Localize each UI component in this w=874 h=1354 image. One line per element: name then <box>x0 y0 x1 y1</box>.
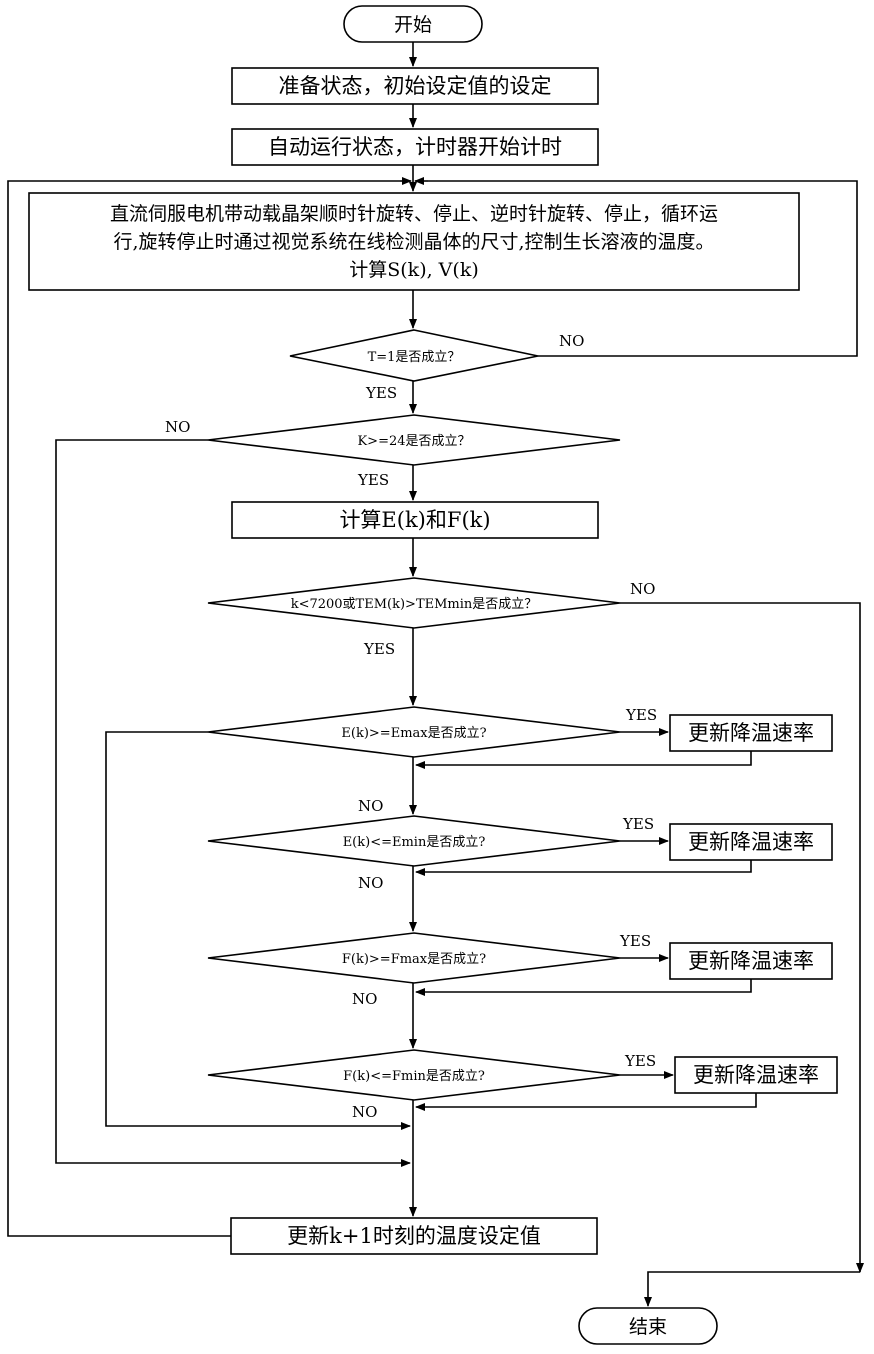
end-terminal: 结束 <box>579 1308 717 1344</box>
decision-emax-label: E(k)>=Emax是否成立? <box>341 726 486 741</box>
return-fmax <box>416 979 751 992</box>
process-line-1: 直流伺服电机带动载晶架顺时针旋转、停止、逆时针旋转、停止，循环运 <box>110 203 718 225</box>
process-step: 直流伺服电机带动载晶架顺时针旋转、停止、逆时针旋转、停止，循环运 行,旋转停止时… <box>29 193 799 290</box>
label-no-k: NO <box>165 418 190 436</box>
update-rate-box-2: 更新降温速率 <box>670 824 832 860</box>
return-emax <box>416 751 751 765</box>
update-setpoint-label: 更新k+1时刻的温度设定值 <box>287 1224 541 1248</box>
start-label: 开始 <box>394 14 432 36</box>
label-no-emin: NO <box>358 874 383 892</box>
decision-t: T=1是否成立？ <box>290 330 538 381</box>
start-terminal: 开始 <box>344 6 482 42</box>
auto-run-label: 自动运行状态，计时器开始计时 <box>268 135 562 159</box>
loop-k-no <box>56 440 410 1163</box>
label-yes-emin: YES <box>622 815 654 833</box>
decision-fmax-label: F(k)>=Fmax是否成立? <box>342 952 486 967</box>
calc-ef-label: 计算E(k)和F(k) <box>339 508 490 532</box>
decision-tem-label: k<7200或TEM(k)>TEMmin是否成立？ <box>291 597 538 612</box>
update-rate-label-3: 更新降温速率 <box>688 949 814 973</box>
return-emin <box>416 860 751 872</box>
decision-t-label: T=1是否成立？ <box>368 350 461 365</box>
decision-fmax: F(k)>=Fmax是否成立? <box>208 933 620 983</box>
label-no-fmax: NO <box>352 990 377 1008</box>
calc-ef-step: 计算E(k)和F(k) <box>232 502 598 538</box>
update-rate-label-1: 更新降温速率 <box>688 721 814 745</box>
decision-fmin: F(k)<=Fmin是否成立? <box>208 1050 620 1100</box>
decision-k-label: K>=24是否成立？ <box>357 434 470 449</box>
label-no-t: NO <box>559 332 584 350</box>
decision-emin: E(k)<=Emin是否成立? <box>208 816 620 866</box>
decision-k: K>=24是否成立？ <box>208 415 620 465</box>
process-line-3: 计算S(k), V(k) <box>349 259 479 281</box>
path-tem-no <box>620 603 860 1272</box>
label-yes-k: YES <box>357 471 389 489</box>
decision-emin-label: E(k)<=Emin是否成立? <box>343 835 486 850</box>
auto-run-step: 自动运行状态，计时器开始计时 <box>232 129 598 165</box>
label-no-emax: NO <box>358 797 383 815</box>
path-to-end <box>648 1272 860 1306</box>
label-yes-t: YES <box>365 384 397 402</box>
prepare-label: 准备状态，初始设定值的设定 <box>279 74 552 98</box>
prepare-step: 准备状态，初始设定值的设定 <box>232 68 598 104</box>
update-rate-box-1: 更新降温速率 <box>670 715 832 751</box>
end-label: 结束 <box>629 1316 667 1338</box>
update-rate-box-3: 更新降温速率 <box>670 943 832 979</box>
label-yes-tem: YES <box>363 640 395 658</box>
label-no-tem: NO <box>630 580 655 598</box>
decision-tem: k<7200或TEM(k)>TEMmin是否成立？ <box>208 578 620 628</box>
label-yes-fmin: YES <box>624 1052 656 1070</box>
decision-fmin-label: F(k)<=Fmin是否成立? <box>343 1069 485 1084</box>
label-yes-fmax: YES <box>619 932 651 950</box>
decision-emax: E(k)>=Emax是否成立? <box>208 707 620 757</box>
update-rate-label-2: 更新降温速率 <box>688 830 814 854</box>
return-fmin <box>416 1093 756 1107</box>
update-rate-label-4: 更新降温速率 <box>693 1063 819 1087</box>
process-line-2: 行,旋转停止时通过视觉系统在线检测晶体的尺寸,控制生长溶液的温度。 <box>113 231 714 253</box>
update-setpoint-step: 更新k+1时刻的温度设定值 <box>231 1218 597 1254</box>
update-rate-box-4: 更新降温速率 <box>675 1057 837 1093</box>
label-no-fmin: NO <box>352 1103 377 1121</box>
label-yes-emax: YES <box>625 706 657 724</box>
